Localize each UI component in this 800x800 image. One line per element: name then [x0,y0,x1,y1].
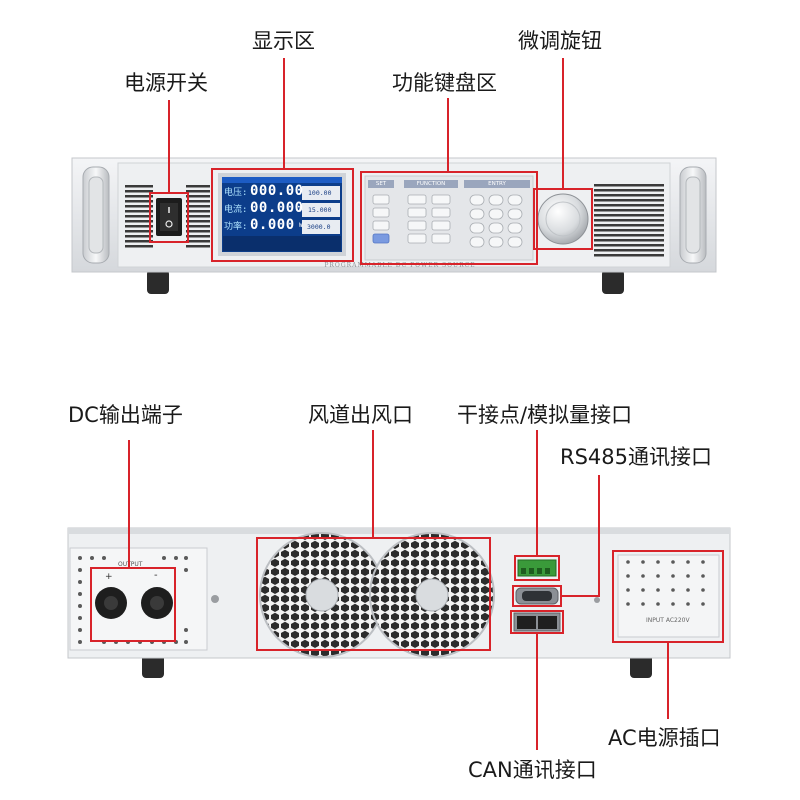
terminal-plus-label: + [105,572,113,582]
leader-dc-output [128,440,130,567]
front-foot-right [602,270,624,294]
leader-display [283,58,285,168]
leader-ac-inlet [667,643,669,719]
front-vents-left [125,185,210,248]
callout-dry-contact: 干接点/模拟量接口 [457,403,633,427]
lcd-voltage-set: 100.00 [308,189,332,197]
callout-dc-output: DC输出端子 [68,403,183,427]
lcd-power-set: 3000.0 [307,223,331,231]
output-label: OUTPUT [118,561,143,568]
highlight-power-switch [149,192,189,243]
callout-fan-outlet: 风道出风口 [308,403,413,427]
lcd-display [222,177,342,252]
ac-inlet-panel [617,554,720,638]
leader-rs485-v [598,475,600,597]
highlight-rs485 [512,585,562,607]
leader-rs485-h [562,595,600,597]
ac-input-label: INPUT AC220V [646,617,690,624]
callout-display-area: 显示区 [252,29,315,53]
lcd-voltage-label: 电压: [224,188,248,198]
callout-fine-knob: 微调旋钮 [518,29,602,53]
lcd-voltage-value: 000.00 [250,183,304,199]
callout-ac-inlet: AC电源插口 [608,726,721,750]
leader-knob [562,58,564,188]
highlight-dry-contact [514,555,560,581]
highlight-can [510,610,564,634]
keypad-section-set: SET [375,181,387,187]
lcd-power-unit: W [299,222,303,229]
lcd-current-label: 电流: [224,205,248,215]
leader-keypad [447,98,449,171]
callout-power-switch: 电源开关 [124,71,208,95]
highlight-dc-output [90,567,176,642]
keypad-keys[interactable] [372,194,523,248]
front-foot-left [147,270,169,294]
front-vents-right [594,184,664,257]
keypad-section-function: FUNCTION [416,181,446,187]
lcd-current-unit: A [299,205,303,212]
blue-key[interactable] [372,233,390,244]
leader-can [536,634,538,750]
dc-output-module [69,547,208,651]
fine-adjust-knob[interactable] [537,193,589,245]
highlight-knob [533,188,593,250]
highlight-keypad [360,171,538,265]
terminal-minus-label: - [154,570,158,581]
lcd-voltage-unit: V [299,188,303,195]
highlight-ac-inlet [612,550,724,643]
lcd-power-label: 功率: [224,222,248,232]
keypad-panel [364,175,534,261]
highlight-display [211,168,354,262]
leader-dry-contact [536,430,538,555]
callout-rs485: RS485通讯接口 [560,445,713,469]
leader-power-switch [168,100,170,192]
panel-model-text: PROGRAMMABLE DC POWER SOURCE [324,262,476,269]
lcd-current-set: 15.000 [308,206,332,214]
callout-keypad-area: 功能键盘区 [392,71,497,95]
callout-can: CAN通讯接口 [468,758,597,782]
lcd-power-value: 0.000 [250,217,295,233]
highlight-fan-outlet [256,537,491,651]
keypad-section-entry: ENTRY [488,181,506,187]
lcd-current-value: 00.000 [250,200,304,216]
leader-fan-outlet [372,430,374,537]
